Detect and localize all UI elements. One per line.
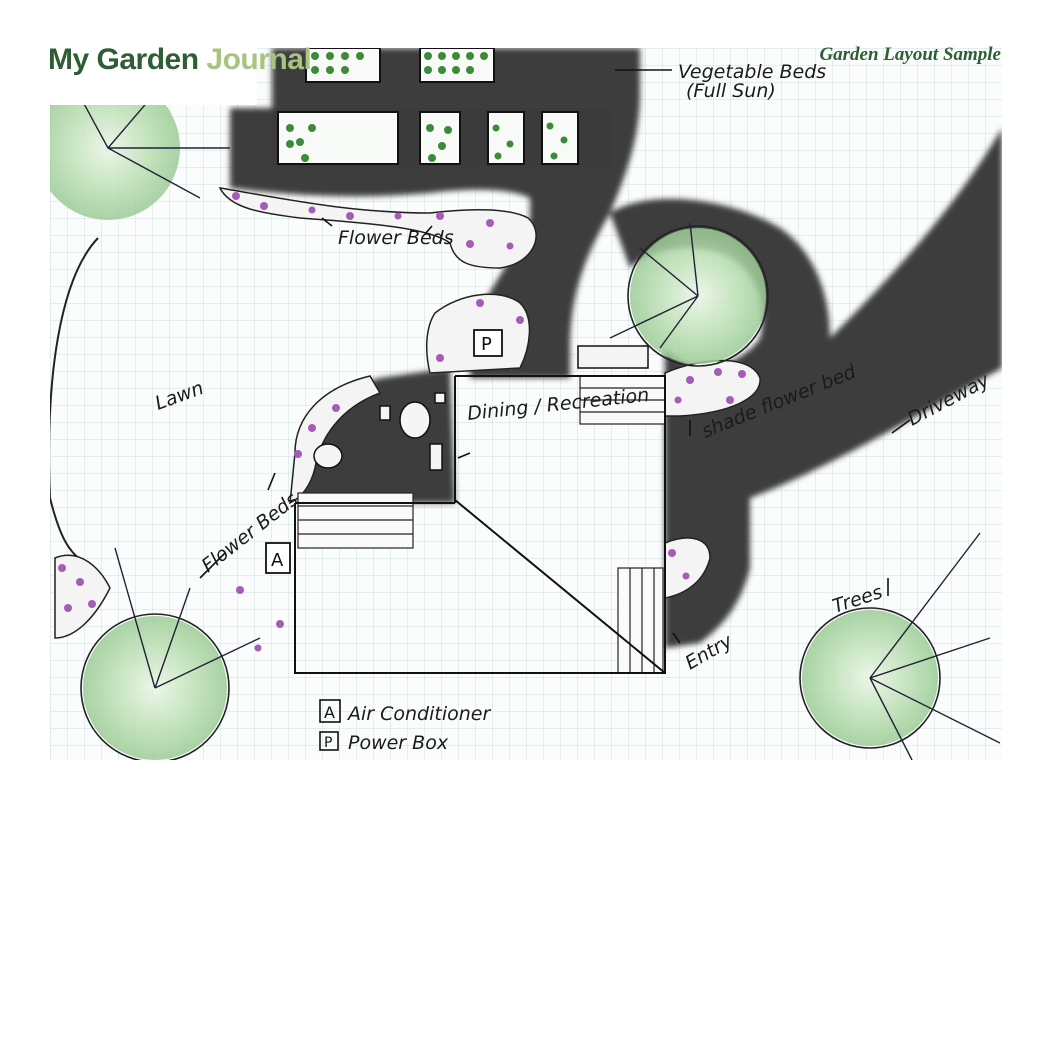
label-vegetable-beds-sun: (Full Sun): [686, 80, 776, 102]
label-vegetable-beds: Vegetable Beds: [678, 61, 826, 83]
air-conditioner-marker-label: A: [271, 550, 284, 571]
legend-label-p: Power Box: [348, 732, 449, 754]
page-title: Garden Layout Sample: [819, 44, 1001, 65]
tree-top-left: [36, 76, 230, 220]
brick-patios: [297, 375, 666, 674]
tree-bottom-right: [799, 532, 1001, 761]
annotation-arrows: [199, 69, 911, 644]
brand-wordmark: My Garden Journal: [48, 43, 312, 77]
power-box-marker: P: [473, 329, 503, 357]
dining-furniture: [313, 345, 649, 471]
legend: A Air Conditioner P Power Box: [319, 699, 491, 754]
label-flower-beds-top: Flower Beds: [338, 227, 454, 249]
garden-plan-sheet: P A Vegetable Beds (Full Sun): [36, 47, 1002, 763]
garden-plan-drawing: P A Vegetable Beds (Full Sun): [36, 47, 1002, 763]
air-conditioner-marker: A: [265, 542, 291, 574]
legend-key-p: P: [324, 735, 332, 751]
brand-logo[interactable]: My Garden Journal: [48, 43, 312, 105]
lawn-outline: [48, 237, 99, 569]
brand-part-2: Journal: [206, 43, 312, 76]
legend-key-a: A: [324, 703, 335, 722]
legend-label-a: Air Conditioner: [346, 703, 491, 725]
house-outline: [294, 375, 666, 674]
tree-center: [609, 222, 769, 367]
brand-part-1: My Garden: [48, 43, 199, 76]
vegetable-beds: [277, 47, 579, 165]
power-box-marker-label: P: [481, 334, 492, 355]
